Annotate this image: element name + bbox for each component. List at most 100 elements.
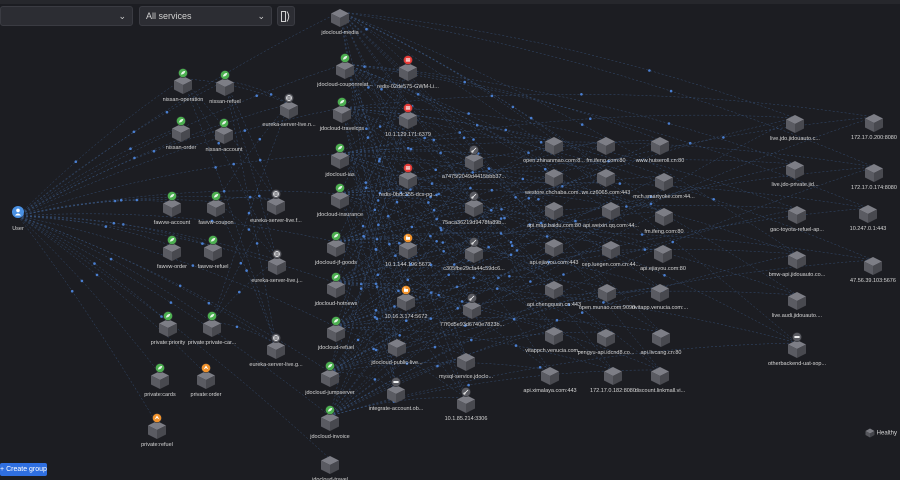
graph-node-api-livcang[interactable]: api.livcang.cn:80 [641,329,682,356]
graph-node-fm-ifeng-2[interactable]: fm.ifeng.com:80 [644,208,684,235]
graph-node-www-huiseroll[interactable]: www.huiseroll.cn:80 [635,137,685,164]
graph-node-api-ximalaya[interactable]: api.ximalaya.com:443 [523,367,577,394]
graph-node-private-order[interactable]: private:order [191,363,222,398]
graph-node-pengyu-api[interactable]: pengyu-api.idcnd8.co... [578,329,635,356]
graph-node-jdocloud-ias[interactable]: jdocloud-ias [324,143,355,178]
graph-node-fawvw-account[interactable]: fawvw-account [154,191,191,226]
cube-icon [321,369,339,387]
leaf-badge-icon [211,191,221,201]
graph-node-jdocloud-jf-goods[interactable]: jdocloud-jf-goods [314,231,357,266]
node-label: api.livcang.cn:80 [641,350,682,356]
node-label: 172.17.0.182:8080 [590,388,636,394]
graph-node-bmw-api[interactable]: bmw-api.jidouauto.co... [769,251,826,278]
traffic-dot [245,269,248,272]
graph-node-nissan-operation[interactable]: nissan-operation [163,68,204,103]
graph-node-nissan-order[interactable]: nissan-order [166,116,197,151]
graph-node-mch-smartyoke[interactable]: mch.smartyoke.com:44... [633,173,695,200]
graph-node-mysql-service[interactable]: mysql-service.jdoclo... [439,353,494,380]
traffic-dot [512,317,516,321]
graph-node-nissan-account[interactable]: nissan-account [206,118,243,153]
graph-node-api-ejiayou-1[interactable]: api.ejiayou.com:443 [530,239,579,266]
graph-node-jdocloud-public-live[interactable]: jdocloud-public-live... [370,339,423,366]
graph-edge [344,63,614,371]
graph-node-ip-172-17-0-182[interactable]: 172.17.0.182:8080 [590,367,636,394]
create-group-button[interactable]: + Create group [0,463,47,476]
graph-edge [329,247,475,417]
graph-node-private-refuel[interactable]: private:refuel [141,413,173,448]
graph-node-jdocloud-travelcps[interactable]: jdocloud-travelcps [319,97,365,132]
graph-node-discount-linkmall[interactable]: discount.linkmall.vi... [635,367,686,394]
graph-node-live-jdo-jidouauto[interactable]: live.jdo.jidouauto.c... [770,115,820,142]
graph-node-integrate-account[interactable]: integrate-account.ob... [369,377,424,412]
graph-node-fawvw-order[interactable]: fawvw-order [157,235,187,270]
graph-node-jdocloud-refuel[interactable]: jdocloud-refuel [317,316,354,351]
graph-edge [341,107,551,371]
graph-node-ip-172-17-0-200[interactable]: 172.17.0.200:8080 [851,114,897,141]
graph-node-jdocloud-invoice[interactable]: jdocloud-invoice [309,405,350,440]
graph-node-ip-10-16-3-174[interactable]: 10.16.3.174:5672 [385,285,428,320]
graph-node-ip-10-247-0-1[interactable]: 10.247.0.1:443 [850,205,887,232]
graph-node-ip-10-1-85-214[interactable]: 10.1.85.214:3306 [445,387,488,422]
graph-node-75aca[interactable]: 75aca36219d9478fa89b... [442,191,506,226]
graph-node-open-zhinanmao[interactable]: open.zhinanmao.com:8... [523,137,585,164]
graph-node-api-map-baidu[interactable]: api.map.baidu.com:80 [527,202,581,229]
graph-node-redis-02de575[interactable]: redis-02de575-GWM-Li... [377,55,439,90]
graph-node-jdocloud-travel[interactable]: jdocloud-travel [311,456,348,480]
graph-node-jdocloud-couponrelat[interactable]: jdocloud-couponrelat... [316,53,373,88]
graph-node-live-audi[interactable]: live.audi.jidouauto.... [772,292,823,319]
node-label: jdocloud-ias [324,172,355,178]
graph-node-fawvw-refuel[interactable]: fawvw-refuel [198,235,229,270]
graph-node-eureka-server-live-g[interactable]: eureka-server-live.g... [249,333,303,368]
graph-edge [339,11,473,305]
cube-icon [598,284,616,302]
graph-node-nissan-refuel[interactable]: nissan-refuel [209,70,241,105]
graph-nodes[interactable]: User jdocloud-media jdocloud-couponrelat..… [12,9,897,480]
graph-node-cep-luegen[interactable]: cep.luegen.com.cn:44... [582,241,641,268]
graph-edge [329,65,409,373]
graph-node-jdocloud-media[interactable]: jdocloud-media [320,9,360,36]
graph-node-open-munao[interactable]: open.munao.com:9090 [579,284,635,311]
graph-node-live-jdo-private[interactable]: live.jdo-private.jid... [771,161,819,188]
graph-node-otherbackend[interactable]: otherbackend-uat-sop... [768,332,827,367]
node-label: private:cards [144,392,176,398]
graph-node-ip-10-1-144-196[interactable]: 10.1.144.196:5672 [385,233,431,268]
traffic-dot [643,248,647,251]
graph-node-77f0d5e[interactable]: 77f0d5e93d6740e7823b... [440,293,505,328]
graph-node-private-private-car[interactable]: private:private-car... [188,311,237,346]
cube-icon [859,205,877,223]
graph-node-jdocloud-hotnews[interactable]: jdocloud-hotnews [314,272,358,307]
graph-node-vitappch[interactable]: vitappch.venucia.com... [525,327,583,354]
graph-node-ip-10-129-171[interactable]: 10.1.129.171:6379 [385,103,431,138]
graph-node-wx-cz6065[interactable]: wx.cz6065.com:443 [581,169,631,196]
traffic-dot [378,157,382,161]
graph-node-nvitapp[interactable]: nvitapp.venucia.com:... [632,284,689,311]
graph-node-fm-ifeng-1[interactable]: fm.ifeng.com:80 [586,137,626,164]
graph-node-user[interactable]: User [12,206,24,232]
graph-node-jdocloud-insurance[interactable]: jdocloud-insurance [316,183,363,218]
traffic-dot [201,242,204,245]
graph-node-gac-toyota-refuel[interactable]: gac-toyota-refuel-ap... [770,206,824,233]
graph-node-api-chengquan[interactable]: api.chengquan.cn:443 [527,281,581,308]
graph-node-eureka-server-live-2[interactable]: eureka-server-live.f... [250,189,302,224]
namespace-select[interactable]: ⌄ [0,6,133,26]
graph-node-westore[interactable]: westore.chchaba.com... [524,169,584,196]
graph-node-private-priority[interactable]: private:priority [151,311,186,346]
node-label: api.weixin.qq.com:44... [583,223,639,229]
graph-node-ip-172-17-0-174[interactable]: 172.17.0.174:8080 [851,164,897,191]
graph-node-private-cards[interactable]: private:cards [144,363,176,398]
graph-node-api-ejiayou-2[interactable]: api.ejiayou.com:80 [640,245,686,272]
cube-icon [163,199,181,217]
graph-node-eureka-server-live-1[interactable]: eureka-server-live.n... [262,93,316,128]
graph-node-eureka-server-live-3[interactable]: eureka-server-live.j... [251,249,303,284]
view-toggle-button[interactable] [277,6,295,26]
graph-node-c305fbe[interactable]: c305fbe29cfa44c59dc6... [443,237,505,272]
graph-node-api-weixin-qq[interactable]: api.weixin.qq.com:44... [583,202,639,229]
graph-node-a7475f[interactable]: a7475f2049d4415bbb37... [442,145,507,180]
graph-node-ip-47-56-39-103[interactable]: 47.56.39.103:5676 [850,257,896,284]
services-select[interactable]: All services ⌄ [139,6,272,26]
graph-edge [344,63,555,285]
graph-node-fawvw-coupon[interactable]: fawvw-coupon [198,191,234,226]
graph-node-redis-0bdc355[interactable]: redis-0bdc355-dcs-pg... [379,163,437,198]
graph-node-jdocloud-jumpserver[interactable]: jdocloud-jumpserver [304,361,355,396]
